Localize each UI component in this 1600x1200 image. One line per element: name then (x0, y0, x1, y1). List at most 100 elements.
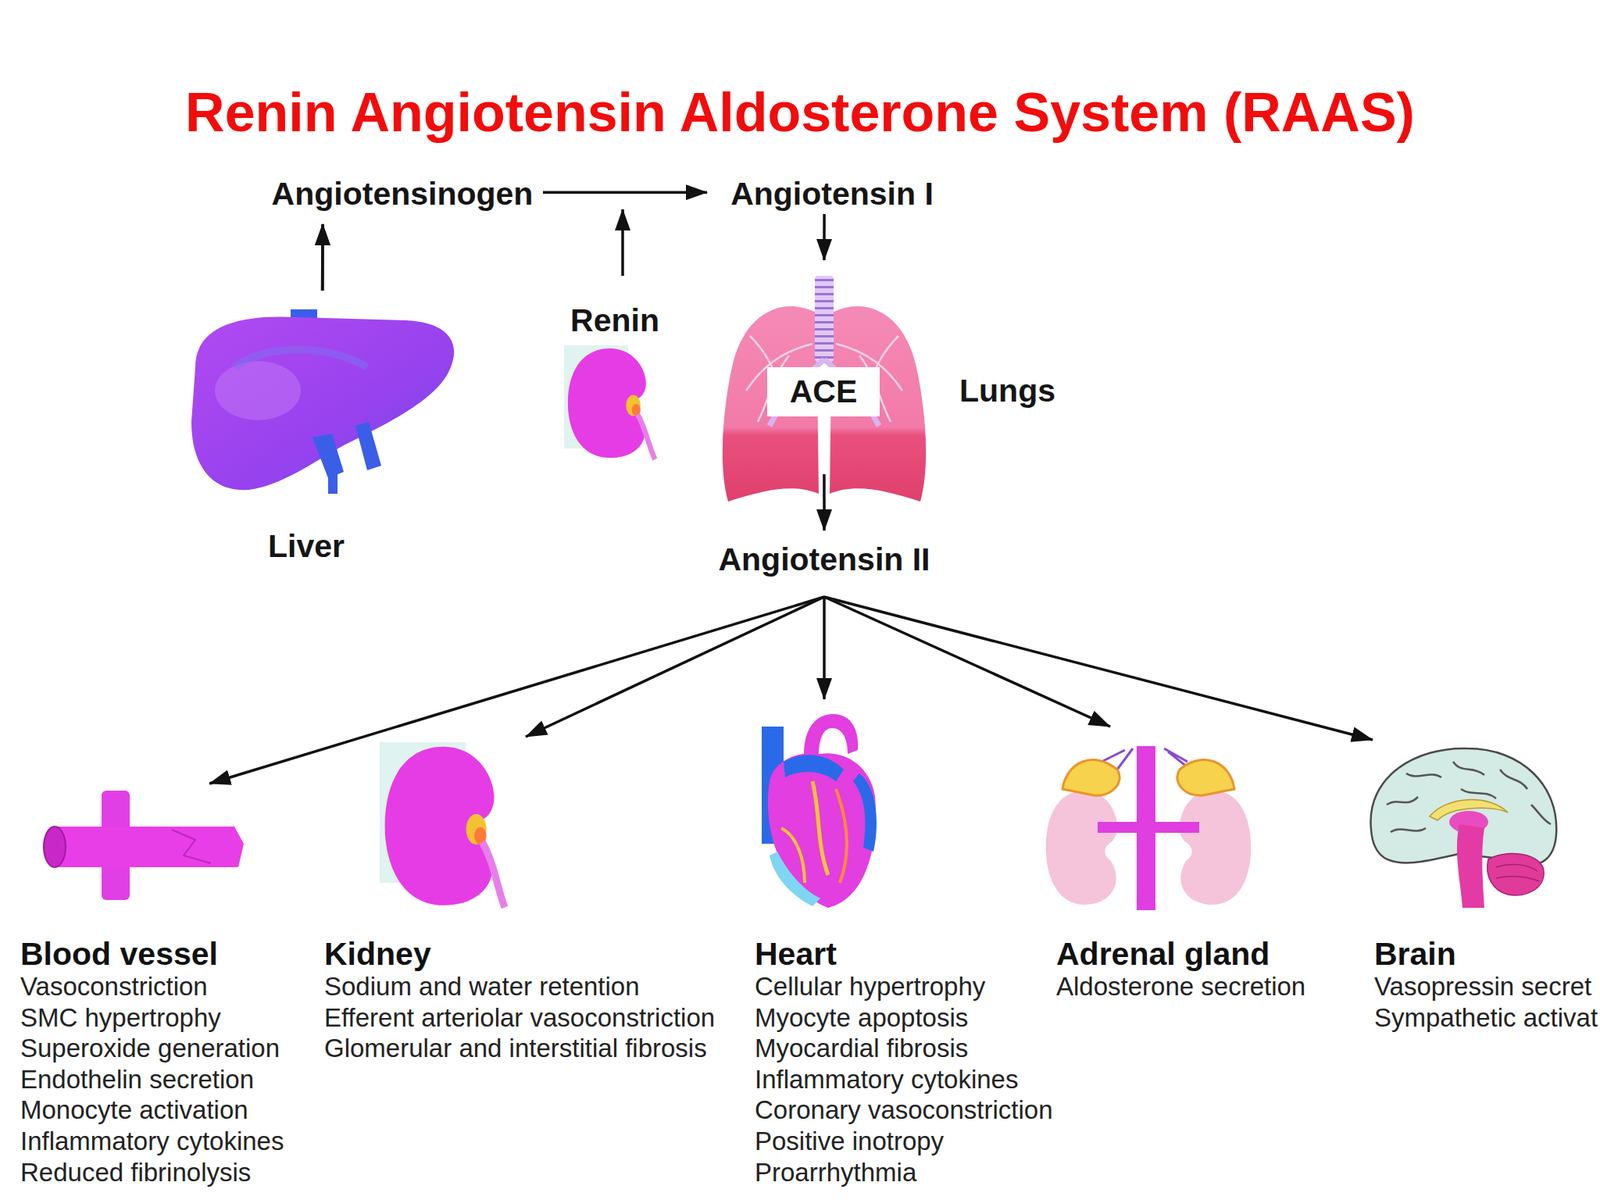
target-organ: HeartCellular hypertrophyMyocyte apoptos… (750, 699, 1047, 1200)
node-label: Angiotensinogen (261, 176, 543, 211)
arrow-connector (321, 224, 325, 291)
heart-illustration-part (812, 781, 829, 875)
liver-arrow (321, 224, 325, 291)
renin-kidney-illustration-part-part (567, 348, 647, 458)
organ-heading: Heart (754, 936, 1054, 972)
enzyme-box: ACE (767, 367, 880, 417)
brain-illustration-part (1386, 761, 1551, 833)
adrenal-illustration-part (1177, 760, 1235, 797)
heart-illustration-part (853, 773, 877, 852)
arrow-connector (822, 474, 826, 531)
node-label: Lungs (959, 373, 1069, 408)
adrenal-illustration-part-part (1179, 790, 1251, 905)
effect-list: KidneySodium and water retentionEfferent… (324, 936, 715, 1065)
organ-heading: Brain (1374, 936, 1598, 972)
brain-illustration-part (1457, 824, 1485, 908)
liver-illustration (191, 309, 454, 494)
effect-item: Reduced fibrinolysis (20, 1157, 284, 1189)
node-label: Liver (187, 528, 425, 564)
effect-item: Aldosterone secretion (1056, 971, 1306, 1003)
arrow-connector (822, 214, 826, 261)
liver-illustration-part (234, 350, 368, 368)
adrenal-illustration-part-part (1046, 790, 1118, 905)
adrenal-illustration-part (1046, 790, 1118, 905)
effect-item: Coronary vasoconstriction (754, 1094, 1054, 1126)
adrenal-illustration (1046, 746, 1252, 911)
effect-item: Inflammatory cytokines (754, 1064, 1054, 1096)
effect-item: Endothelin secretion (20, 1064, 284, 1096)
molecule-label: Angiotensinogen (261, 176, 543, 225)
effect-item: Vasoconstriction (20, 971, 284, 1003)
kidney-illustration-part-part (466, 814, 487, 845)
renin-kidney-illustration (564, 345, 655, 460)
organ-node: Renin (562, 275, 672, 464)
effect-item: Sodium and water retention (324, 971, 715, 1003)
arrow-connector (822, 596, 826, 700)
heart-illustration-part (769, 851, 821, 907)
node-label: Angiotensin I (707, 176, 958, 211)
effect-item: Sympathetic activat (1374, 1002, 1598, 1034)
arrow-connector (542, 190, 708, 194)
effect-item: Proarrhythmia (754, 1157, 1054, 1189)
effect-list: BrainVasopressin secretSympathetic activ… (1374, 936, 1598, 1033)
blood-vessel-illustration-part (43, 826, 66, 868)
effect-item: Myocardial fibrosis (754, 1032, 1054, 1065)
liver-illustration-part (191, 316, 454, 490)
effect-list: HeartCellular hypertrophyMyocyte apoptos… (754, 936, 1054, 1188)
adrenal-illustration-part (1097, 821, 1200, 833)
renin-kidney-illustration-part-part (637, 414, 655, 460)
target-organ: KidneySodium and water retentionEfferent… (320, 736, 743, 1200)
liver-illustration-part (214, 360, 301, 421)
heart-illustration-part (783, 754, 844, 782)
effect-item: Vasopressin secret (1374, 971, 1598, 1003)
renin-kidney-illustration-part (567, 348, 656, 460)
target-organ: Blood vesselVasoconstrictionSMC hypertro… (15, 783, 313, 1198)
arrow-connector (824, 596, 1111, 727)
heart-illustration-part (781, 828, 805, 883)
effect-list: Adrenal glandAldosterone secretion (1056, 936, 1306, 1003)
target-organ: Adrenal glandAldosterone secretion (1050, 726, 1364, 1200)
effect-item: Efferent arteriolar vasoconstriction (324, 1002, 715, 1034)
arrow-connector (824, 596, 1373, 740)
effect-item: Superoxide generation (20, 1032, 284, 1065)
arrow-connector (209, 596, 825, 784)
kidney-illustration-part-part (482, 842, 505, 908)
target-organ: BrainVasopressin secretSympathetic activ… (1363, 739, 1598, 1200)
heart-illustration (761, 714, 877, 908)
effect-list: Blood vesselVasoconstrictionSMC hypertro… (20, 936, 284, 1188)
effect-item: Positive inotropy (754, 1125, 1054, 1158)
adrenal-illustration-part (1179, 790, 1251, 905)
effect-item: Inflammatory cytokines (20, 1125, 284, 1158)
diagram-title: Renin Angiotensin Aldosterone System (RA… (0, 81, 1600, 144)
kidney-illustration-part (385, 746, 505, 908)
renin-kidney-illustration-part-part (625, 394, 641, 416)
lungs-illustration (722, 275, 926, 502)
node-label: Angiotensin II (703, 542, 946, 577)
effect-item: Myocyte apoptosis (754, 1002, 1054, 1034)
effect-item: SMC hypertrophy (20, 1002, 284, 1034)
kidney-illustration (379, 742, 505, 908)
blood-vessel-illustration-part (54, 826, 244, 868)
liver-illustration-part (355, 421, 382, 471)
brain-illustration (1370, 748, 1557, 908)
blood-vessel-illustration-part (171, 829, 211, 864)
organ-node: Liver (187, 290, 458, 565)
heart-illustration-part (835, 789, 847, 883)
molecule-label: Angiotensin I (707, 176, 958, 215)
node-label: Renin (562, 303, 668, 338)
organ-heading: Kidney (324, 936, 715, 972)
brain-illustration-part (1487, 853, 1544, 896)
organ-heading: Blood vessel (20, 936, 284, 972)
arrow-connector (525, 596, 825, 737)
molecule-label: Angiotensin II (703, 530, 946, 597)
blood-vessel-illustration (43, 790, 244, 900)
effect-item: Cellular hypertrophy (754, 971, 1054, 1003)
adrenal-illustration-part (1062, 760, 1120, 797)
organ-heading: Adrenal gland (1056, 936, 1306, 972)
kidney-illustration-part-part (385, 746, 495, 906)
lungs-illustration-part (814, 275, 834, 362)
node-label: ACE (767, 374, 880, 409)
effect-item: Glomerular and interstitial fibrosis (324, 1032, 715, 1065)
brain-illustration-part (1496, 864, 1540, 882)
